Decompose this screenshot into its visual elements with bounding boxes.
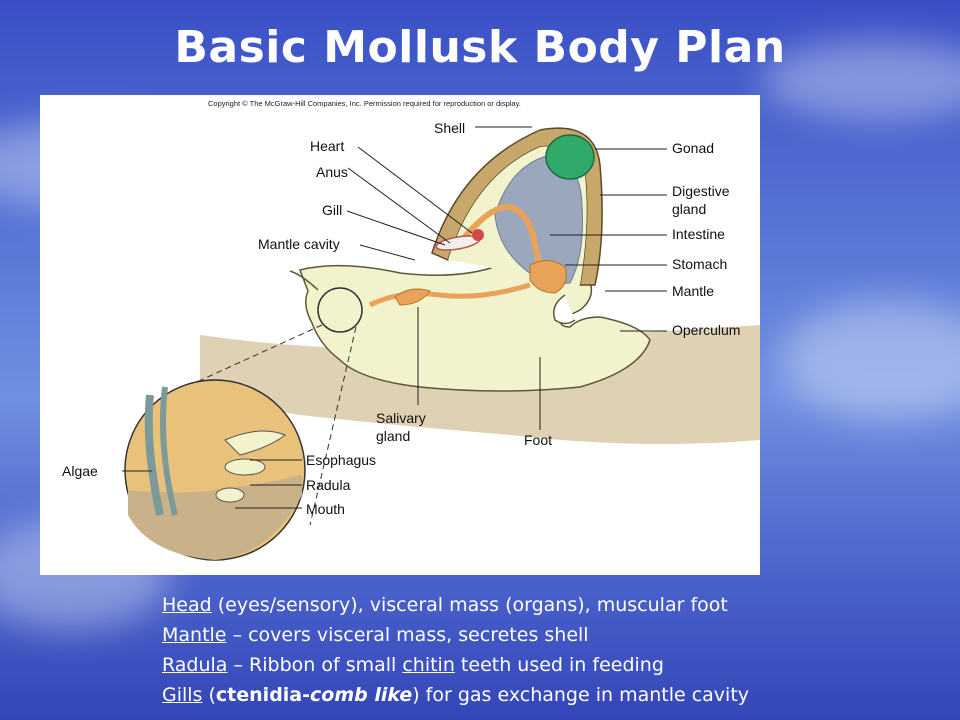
gonad — [545, 134, 595, 180]
term-head: Head — [162, 594, 212, 616]
label-salivary-gland-2: gland — [376, 428, 410, 444]
bullet-list: Head (eyes/sensory), visceral mass (orga… — [162, 590, 952, 710]
label-algae: Algae — [62, 463, 98, 479]
background-cloud — [780, 300, 960, 420]
digestive-gland — [494, 154, 583, 284]
label-mouth: Mouth — [306, 501, 345, 517]
label-intestine: Intestine — [672, 226, 725, 242]
background-cloud — [760, 40, 960, 120]
label-gill: Gill — [322, 202, 342, 218]
head-zoom-circle — [317, 287, 363, 333]
bullet-mantle-text: – covers visceral mass, secretes shell — [226, 624, 589, 646]
label-salivary-gland-1: Salivary — [376, 410, 426, 426]
bullet-head-text: (eyes/sensory), visceral mass (organs), … — [211, 594, 728, 616]
gut-tube — [368, 282, 531, 308]
bullet-head: Head (eyes/sensory), visceral mass (orga… — [162, 590, 952, 620]
bullet-radula-text: – Ribbon of small — [227, 654, 403, 676]
label-gonad: Gonad — [672, 140, 714, 156]
bullet-radula: Radula – Ribbon of small chitin teeth us… — [162, 650, 952, 680]
term-chitin: chitin — [402, 654, 455, 676]
label-shell: Shell — [434, 120, 465, 136]
term-radula: Radula — [162, 654, 228, 676]
salivary-gland — [394, 288, 431, 306]
label-mantle-cavity: Mantle cavity — [258, 236, 340, 252]
tentacle — [289, 270, 319, 291]
bullet-gills: Gills (ctenidia-comb like) for gas excha… — [162, 680, 952, 710]
label-operculum: Operculum — [672, 322, 740, 338]
bullet-gills-text: ) for gas exchange in mantle cavity — [412, 684, 750, 706]
label-digestive-gland-1: Digestive — [672, 183, 730, 199]
mouth-inset — [124, 379, 306, 561]
term-gills: Gills — [162, 684, 203, 706]
heart — [472, 229, 484, 241]
term-ctenidia: ctenidia- — [215, 684, 311, 706]
operculum — [553, 294, 576, 325]
label-foot: Foot — [524, 432, 552, 448]
zoom-line — [309, 326, 357, 526]
label-digestive-gland-2: gland — [672, 201, 706, 217]
zoom-line — [189, 324, 323, 386]
diagram-svg: Shell Heart Anus Gill Mantle cavity Gona… — [62, 120, 760, 561]
slide-title: Basic Mollusk Body Plan — [174, 22, 786, 73]
bullet-gills-paren: ( — [202, 684, 216, 706]
snail-body — [298, 255, 651, 392]
label-anus: Anus — [316, 164, 348, 180]
label-esophagus: Esophagus — [306, 452, 376, 468]
label-radula: Radula — [306, 477, 351, 493]
label-stomach: Stomach — [672, 256, 727, 272]
copyright-notice: Copyright © The McGraw-Hill Companies, I… — [208, 99, 521, 108]
label-mantle: Mantle — [672, 283, 714, 299]
bullet-radula-text-end: teeth used in feeding — [454, 654, 664, 676]
bullet-mantle: Mantle – covers visceral mass, secretes … — [162, 620, 952, 650]
mollusk-diagram: Copyright © The McGraw-Hill Companies, I… — [40, 95, 760, 575]
term-mantle: Mantle — [162, 624, 227, 646]
term-comb-like: comb like — [310, 684, 413, 706]
leader-lines — [122, 126, 667, 509]
label-heart: Heart — [310, 138, 344, 154]
stomach — [529, 260, 567, 294]
